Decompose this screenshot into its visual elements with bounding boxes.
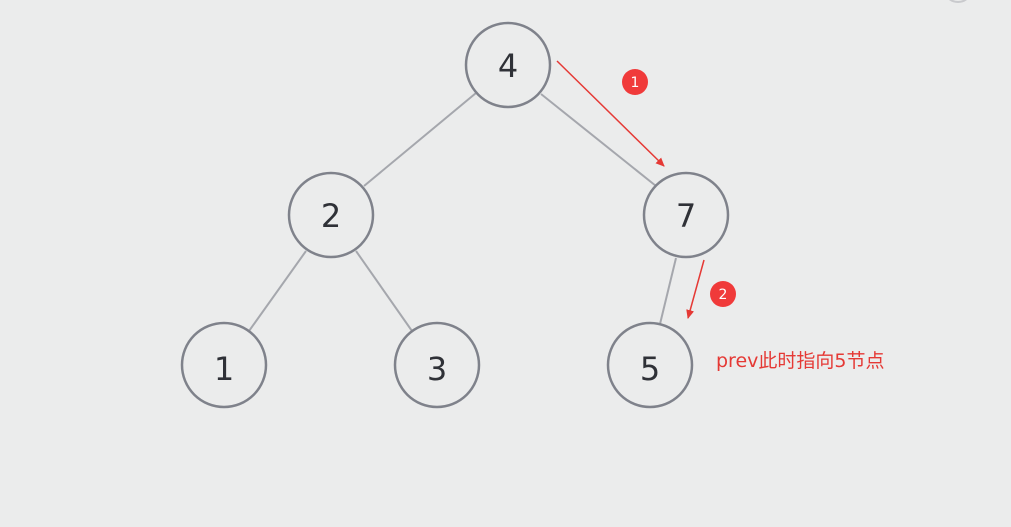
edge-4-2 <box>363 92 477 187</box>
node-label: 1 <box>214 350 234 388</box>
edge-4-7 <box>540 93 657 187</box>
traversal-arrow-step-1 <box>556 60 665 167</box>
node-label: 4 <box>498 47 518 85</box>
partial-circle-decoration <box>949 0 967 3</box>
traversal-arrow-step-2 <box>686 259 705 319</box>
edge-2-1 <box>248 250 307 332</box>
tree-node-3: 3 <box>393 321 481 409</box>
step-badge-1: 1 <box>622 69 648 95</box>
tree-node-7: 7 <box>642 171 730 259</box>
step-badge-label: 1 <box>631 75 640 91</box>
tree-node-2: 2 <box>287 171 375 259</box>
node-label: 2 <box>321 197 341 235</box>
tree-node-4: 4 <box>464 21 552 109</box>
edge-2-3 <box>355 250 413 332</box>
prev-pointer-annotation: prev此时指向5节点 <box>716 350 884 372</box>
node-label: 5 <box>640 350 660 388</box>
step-badge-2: 2 <box>710 281 736 307</box>
node-label: 3 <box>427 350 447 388</box>
step-badge-label: 2 <box>719 287 728 303</box>
tree-node-1: 1 <box>180 321 268 409</box>
tree-node-5: 5 <box>606 321 694 409</box>
edge-7-5 <box>659 257 677 325</box>
node-label: 7 <box>676 197 696 235</box>
